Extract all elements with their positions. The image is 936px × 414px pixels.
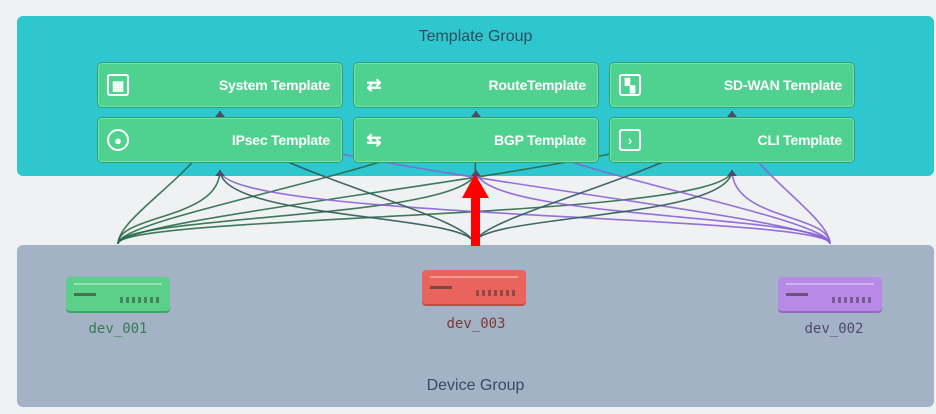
link-arrowhead-5 xyxy=(471,170,481,176)
device-brand-mark xyxy=(786,293,808,296)
link-dev_001-to-template-4 xyxy=(117,169,221,245)
cli-template-card[interactable]: › CLI Template xyxy=(609,117,855,163)
link-arrowhead-1 xyxy=(215,111,225,117)
link-arrowhead-6 xyxy=(727,170,737,176)
template-group-title: Template Group xyxy=(418,28,533,45)
ipsec-template-card[interactable]: ● IPsec Template xyxy=(97,117,343,163)
device-box-dev-001 xyxy=(66,277,170,311)
vpn-user-icon: ● xyxy=(107,129,129,151)
device-box-dev-002 xyxy=(778,277,882,311)
link-dev_003-to-template-6 xyxy=(473,169,733,245)
shuffle-icon: ⇄ xyxy=(366,75,382,95)
route-template-label: RouteTemplate xyxy=(488,77,587,93)
system-template-card[interactable]: ▦ System Template xyxy=(97,62,343,108)
sdwan-template-card[interactable]: ▚ SD-WAN Template xyxy=(609,62,855,108)
ipsec-template-label: IPsec Template xyxy=(231,132,330,148)
link-dev_002-to-template-4 xyxy=(219,169,831,245)
system-template-label: System Template xyxy=(218,77,330,93)
sdwan-pattern-icon: ▚ xyxy=(619,74,641,96)
swap-arrows-icon: ⇆ xyxy=(366,130,382,150)
device-name-dev-003: dev_003 xyxy=(446,316,506,332)
sdwan-template-label: SD-WAN Template xyxy=(723,77,842,93)
device-box-dev-003 xyxy=(422,270,526,304)
route-template-card[interactable]: ⇄ RouteTemplate xyxy=(353,62,599,108)
link-arrowhead-3 xyxy=(727,111,737,117)
highlight-arrow-head xyxy=(462,174,489,198)
device-strip xyxy=(786,283,874,285)
device-name-dev-002: dev_002 xyxy=(804,321,864,337)
device-ports xyxy=(120,297,160,303)
device-strip xyxy=(430,276,518,278)
link-dev_001-to-template-5 xyxy=(117,169,477,245)
link-dev_002-to-template-6 xyxy=(731,169,831,245)
device-ports xyxy=(832,297,872,303)
table-grid-icon: ▦ xyxy=(107,74,129,96)
link-dev_002-to-template-5 xyxy=(475,169,831,245)
device-brand-mark xyxy=(430,286,452,289)
device-group-title: Device Group xyxy=(426,377,525,394)
link-arrowhead-2 xyxy=(471,111,481,117)
device-brand-mark xyxy=(74,293,96,296)
bgp-template-card[interactable]: ⇆ BGP Template xyxy=(353,117,599,163)
bgp-template-label: BGP Template xyxy=(494,132,586,148)
device-ports xyxy=(476,290,516,296)
device-strip xyxy=(74,283,162,285)
link-arrowhead-4 xyxy=(215,170,225,176)
highlight-arrow-shaft xyxy=(471,196,480,246)
terminal-icon: › xyxy=(619,129,641,151)
link-dev_003-to-template-4 xyxy=(219,169,475,245)
cli-template-label: CLI Template xyxy=(757,132,843,148)
device-name-dev-001: dev_001 xyxy=(88,321,148,337)
